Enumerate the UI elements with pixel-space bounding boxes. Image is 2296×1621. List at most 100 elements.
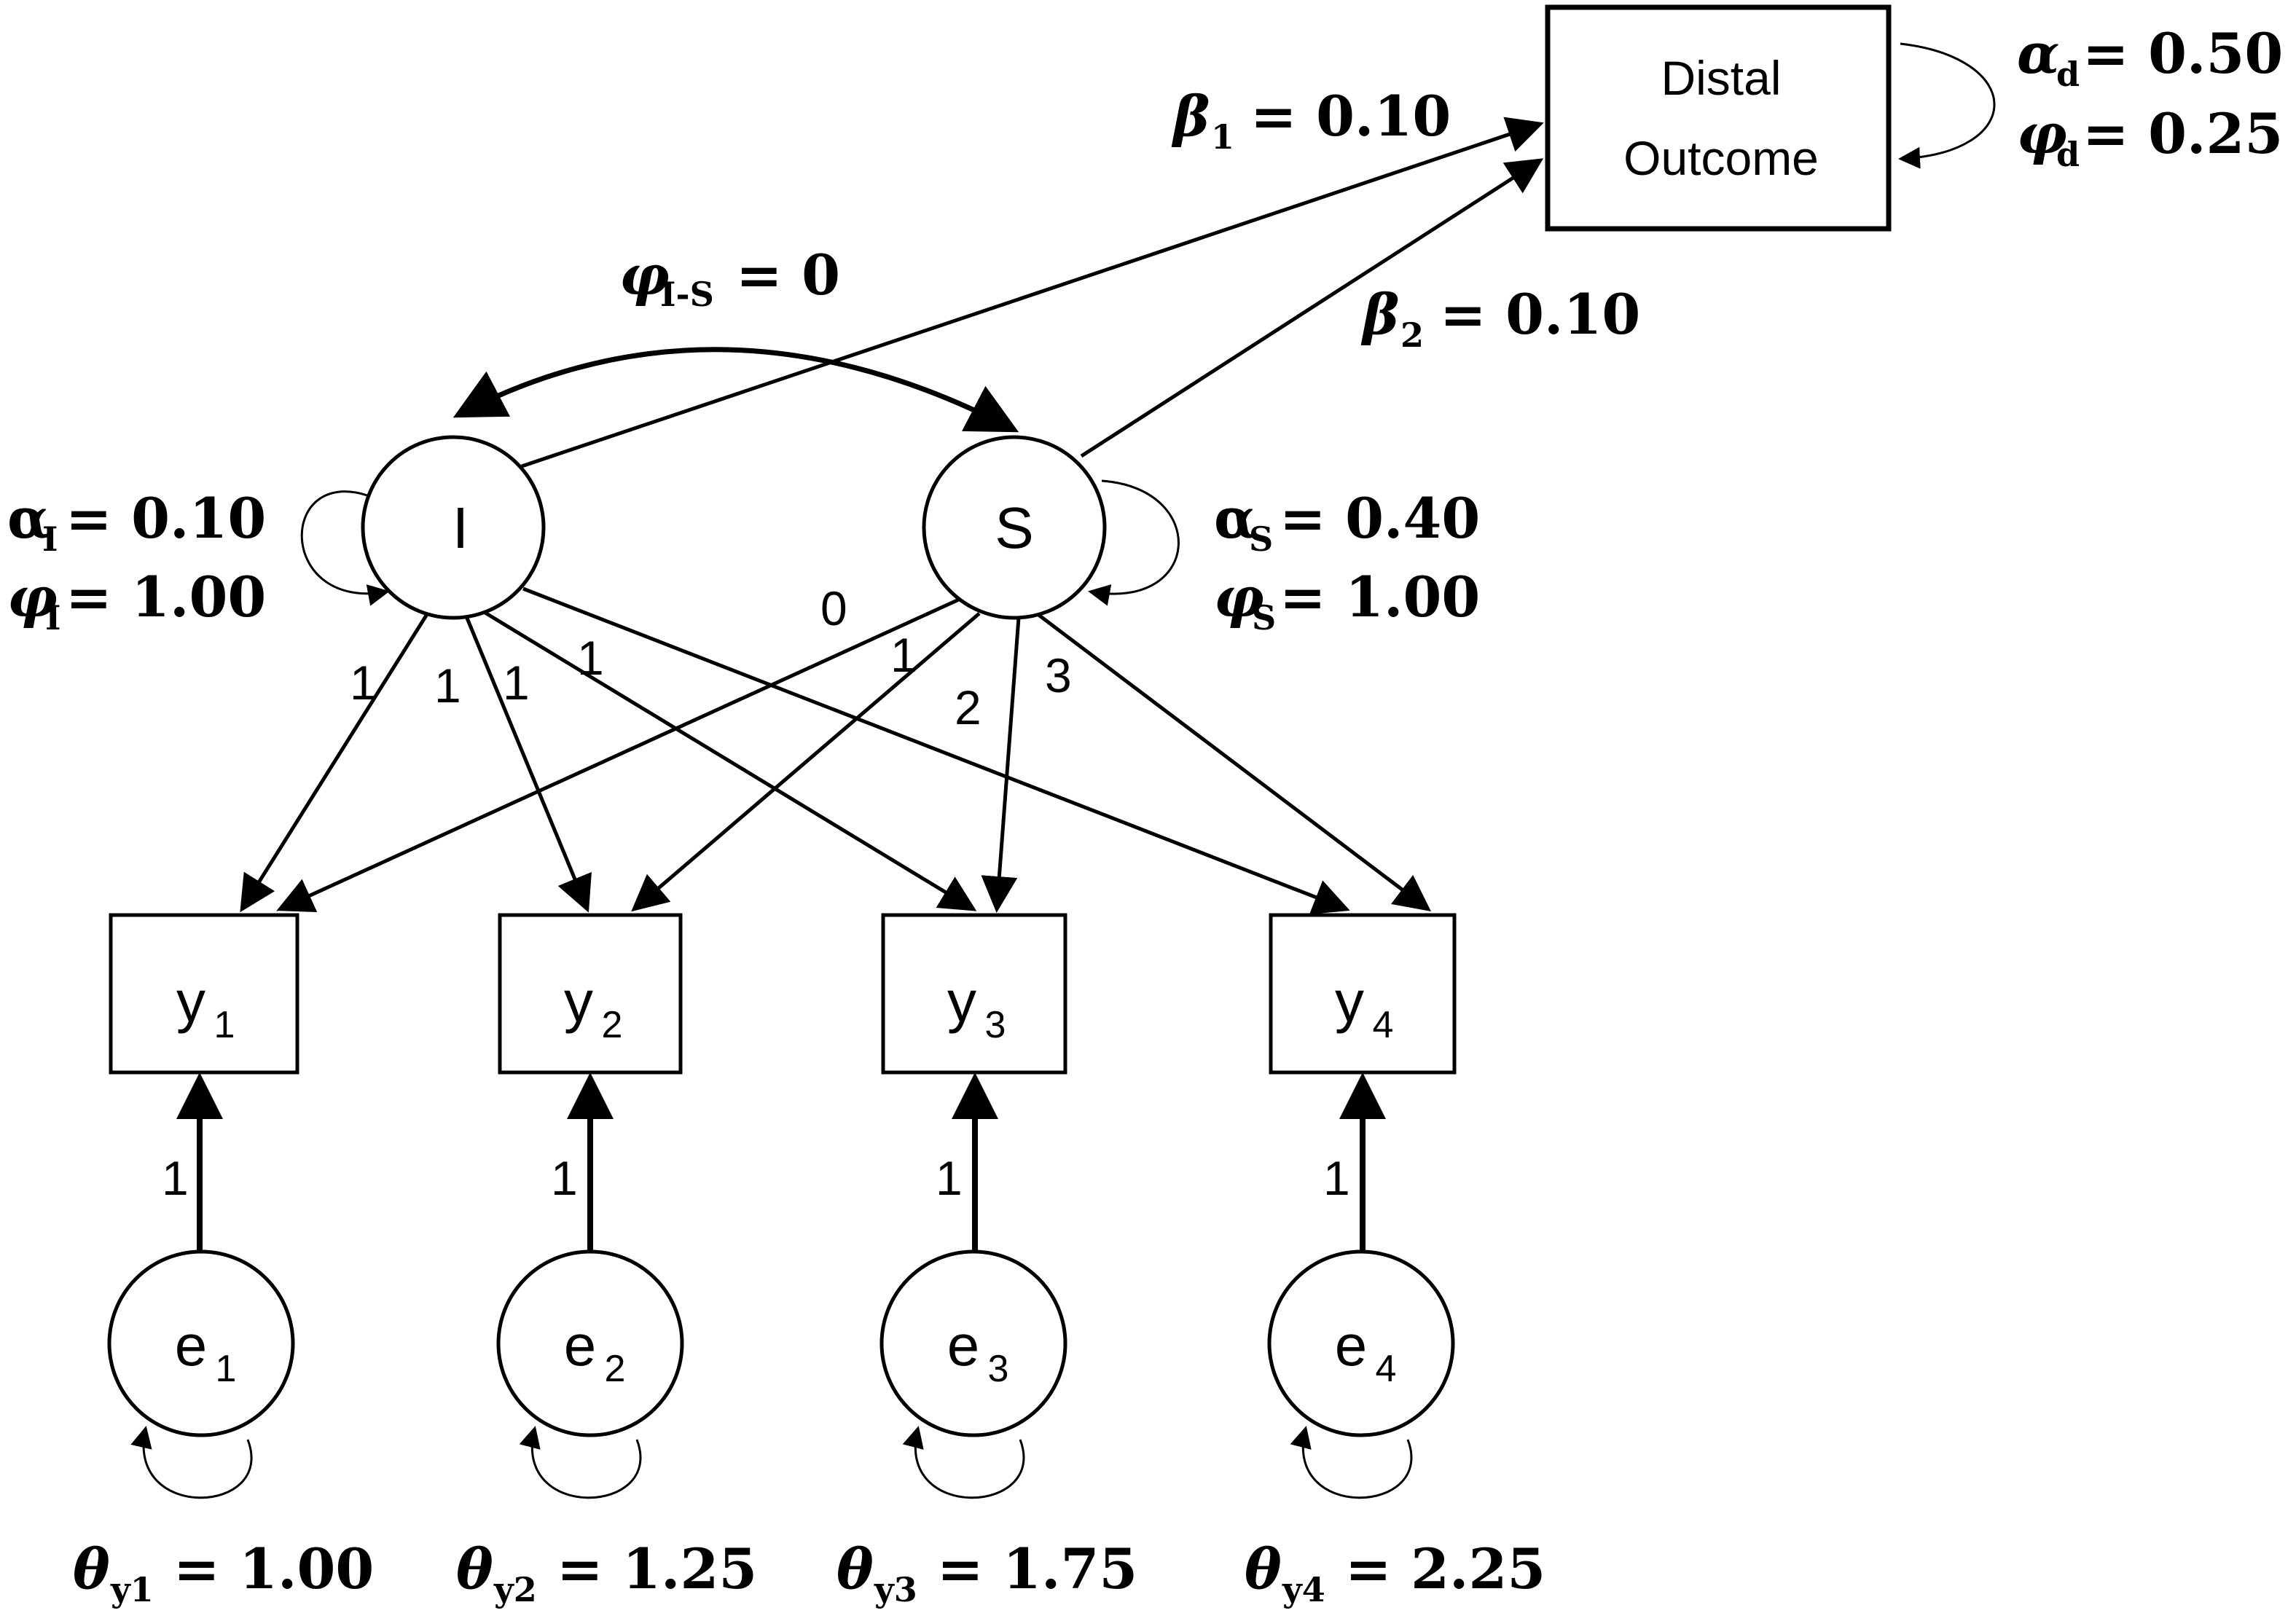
error-e4-variance-loop	[1290, 1426, 1413, 1499]
svg-text:θ: θ	[73, 1536, 110, 1601]
svg-text:θ: θ	[836, 1536, 874, 1601]
svg-text:β: β	[1171, 84, 1210, 149]
svg-text:= 0: = 0	[736, 243, 840, 307]
svg-text:β: β	[1360, 282, 1399, 347]
path-i-y3	[482, 610, 977, 911]
theta-y4-label: θ y4 = 2.25	[1245, 1536, 1545, 1609]
loading-i-y4: 1	[577, 631, 604, 685]
phi-is-label: φ I-S = 0	[619, 243, 840, 314]
path-s-distal	[1080, 158, 1544, 458]
intercept-factor	[361, 435, 546, 620]
svg-text:I-S: I-S	[660, 275, 714, 314]
svg-text:= 1.00: = 1.00	[173, 1536, 374, 1601]
slope-loading-paths	[276, 597, 1431, 913]
intercept-factor-label: I	[452, 495, 469, 560]
svg-text:I: I	[42, 519, 58, 559]
error-e4: e 4	[1267, 1249, 1455, 1499]
loading-e2-y2: 1	[551, 1151, 578, 1205]
svg-text:= 0.10: = 0.10	[1250, 84, 1451, 149]
loading-e1-y1: 1	[162, 1151, 189, 1205]
svg-text:θ: θ	[456, 1536, 493, 1601]
svg-text:I: I	[45, 598, 61, 637]
error-e2-variance-loop	[519, 1426, 642, 1499]
loading-e4-y4: 1	[1323, 1151, 1350, 1205]
observed-y3: y 3	[881, 913, 1067, 1075]
intercept-loading-paths	[240, 586, 1350, 914]
alpha-s-label: α S = 0.40	[1214, 486, 1480, 559]
observed-y2-label: y	[564, 969, 593, 1034]
svg-text:= 0.10: = 0.10	[66, 486, 266, 551]
svg-text:= 0.25: = 0.25	[2083, 101, 2283, 166]
phi-s-label: φ S = 1.00	[1214, 565, 1480, 637]
loading-s-y3: 2	[955, 680, 982, 734]
distal-outcome-label-line2: Outcome	[1623, 131, 1819, 185]
loading-s-y4: 3	[1045, 648, 1072, 702]
svg-text:y3: y3	[874, 1570, 917, 1609]
parameter-labels: β 1 = 0.10 β 2 = 0.10 φ I-S = 0 α I = 0.…	[7, 21, 2283, 1609]
svg-text:φ: φ	[619, 243, 670, 307]
svg-text:= 0.40: = 0.40	[1280, 486, 1480, 551]
error-e1-sub: 1	[216, 1348, 237, 1390]
error-e3: e 3	[879, 1249, 1067, 1499]
svg-text:= 0.50: = 0.50	[2083, 21, 2283, 86]
error-e3-label: e	[947, 1313, 980, 1378]
error-e4-label: e	[1335, 1313, 1368, 1378]
svg-text:φ: φ	[7, 565, 58, 629]
theta-y2-label: θ y2 = 1.25	[456, 1536, 757, 1609]
error-e1-label: e	[175, 1313, 208, 1378]
loading-i-y3: 1	[503, 656, 530, 710]
covariance-i-s-arrow	[452, 347, 1019, 433]
error-e2-sub: 2	[605, 1348, 626, 1390]
observed-y4-sub: 4	[1373, 1004, 1394, 1046]
intercept-variance-loop	[300, 490, 390, 606]
svg-text:2: 2	[1400, 315, 1424, 355]
slope-variance-loop	[1088, 479, 1180, 606]
svg-text:φ: φ	[2017, 101, 2067, 166]
observed-y2: y 2	[498, 913, 683, 1075]
observed-y1-sub: 1	[214, 1004, 235, 1046]
path-i-y1	[240, 611, 431, 913]
path-s-y4	[1033, 611, 1431, 912]
svg-text:α: α	[1214, 486, 1256, 551]
observed-y2-sub: 2	[602, 1004, 623, 1046]
error-terms: e 1 e 2 e 3 e 4	[107, 1249, 1455, 1499]
error-e1: e 1	[107, 1249, 295, 1499]
path-i-y2	[464, 616, 592, 913]
error-e3-variance-loop	[902, 1426, 1025, 1499]
error-e2-label: e	[564, 1313, 597, 1378]
observed-indicators: y 1 y 2 y 3 y 4	[109, 913, 1457, 1075]
phi-i-label: φ I = 1.00	[7, 565, 266, 637]
svg-text:= 1.25: = 1.25	[557, 1536, 757, 1601]
svg-text:= 1.75: = 1.75	[937, 1536, 1137, 1601]
beta1-label: β 1 = 0.10	[1171, 84, 1451, 157]
svg-text:1: 1	[1211, 117, 1234, 157]
loading-labels: 1 1 1 1 0 1 2 3 1 1 1 1	[162, 581, 1350, 1205]
observed-y4: y 4	[1269, 913, 1457, 1075]
loading-i-y1: 1	[350, 656, 377, 710]
loading-s-y2: 1	[890, 628, 917, 682]
path-s-y2	[631, 612, 981, 912]
error-e1-variance-loop	[130, 1426, 253, 1499]
error-paths	[176, 1072, 1386, 1253]
observed-y1: y 1	[109, 913, 299, 1075]
svg-text:y2: y2	[493, 1570, 537, 1609]
svg-text:φ: φ	[1214, 565, 1264, 629]
distal-outcome-box	[1545, 4, 1892, 232]
loading-e3-y3: 1	[936, 1151, 963, 1205]
svg-text:α: α	[2017, 21, 2059, 86]
error-e4-sub: 4	[1376, 1348, 1397, 1390]
svg-text:S: S	[1252, 598, 1276, 637]
path-s-y3	[981, 617, 1021, 913]
error-e2: e 2	[496, 1249, 684, 1499]
slope-factor	[922, 435, 1107, 620]
theta-y1-label: θ y1 = 1.00	[73, 1536, 374, 1609]
path-s-y1	[276, 597, 962, 913]
svg-text:α: α	[7, 486, 50, 551]
slope-factor-label: S	[995, 495, 1033, 560]
beta2-label: β 2 = 0.10	[1360, 282, 1640, 355]
svg-text:d: d	[2056, 135, 2080, 174]
phi-d-label: φ d = 0.25	[2017, 101, 2283, 174]
svg-text:y4: y4	[1282, 1570, 1325, 1609]
svg-text:S: S	[1249, 519, 1273, 559]
